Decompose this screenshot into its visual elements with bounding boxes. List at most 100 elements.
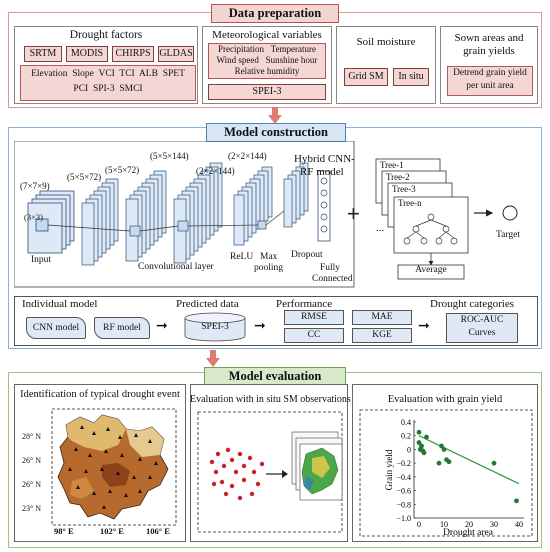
scatter-point xyxy=(436,460,442,466)
drought-map xyxy=(22,405,182,535)
x-tick-label: 40 xyxy=(515,520,523,529)
y-tick-label: 0 xyxy=(407,445,411,454)
predicted-spei3: SPEI-3 xyxy=(201,322,229,332)
soil-moisture-panel xyxy=(336,26,436,104)
individual-model-heading: Individual model xyxy=(22,298,98,310)
lon-tick-2: 102° E xyxy=(100,526,124,536)
y-tick-label: 0.4 xyxy=(401,418,411,427)
cnn-dim-6: (2×2×144) xyxy=(228,151,267,161)
drought-categories-heading: Drought categories xyxy=(430,298,514,310)
lat-tick-4: 23° N xyxy=(22,504,41,513)
in-situ-sm: In situ xyxy=(393,68,429,86)
meteorological-variables-box xyxy=(208,43,326,79)
hybrid-label-2: RF model xyxy=(300,166,344,178)
cnn-dim-4: (5×5×144) xyxy=(150,151,189,161)
y-tick-label: −0.2 xyxy=(396,459,411,468)
meteorological-heading: Meteorological variables xyxy=(212,29,322,41)
meteorological-line3: Relative humidity xyxy=(234,66,300,76)
detrend-yield-box xyxy=(447,66,533,96)
y-tick-label: −0.8 xyxy=(396,500,411,509)
lat-tick-3: 26° N xyxy=(22,480,41,489)
label-maxpool-2: pooling xyxy=(254,263,284,273)
in-situ-heading: Evaluation with in situ SM observations xyxy=(190,394,351,405)
trend-line xyxy=(418,435,520,485)
roc-auc-line1: ROC-AUC xyxy=(460,315,504,325)
arrow-right-3: ➞ xyxy=(418,319,430,334)
metric-kge: KGE xyxy=(352,328,412,343)
label-fully-2: Connected xyxy=(312,274,353,284)
stage-title-model-construction: Model construction xyxy=(206,123,346,142)
in-situ-graphic xyxy=(196,410,344,536)
dataset-chirps: CHIRPS xyxy=(112,46,154,62)
y-axis-label: Grain yield xyxy=(384,449,394,490)
label-conv-layer: Convolutional layer xyxy=(138,262,214,272)
scatter-point xyxy=(420,448,426,454)
metric-cc: CC xyxy=(284,328,344,343)
roc-auc-line2: Curves xyxy=(468,328,496,338)
drought-variables-line2: PCI SPI-3 SMCI xyxy=(73,84,143,94)
label-dropout: Dropout xyxy=(291,250,323,260)
scatter-point xyxy=(491,460,497,466)
label-maxpool-1: Max xyxy=(260,252,278,262)
arrow-right-1: ➞ xyxy=(156,319,168,334)
cnn-dim-1: (7×7×9) xyxy=(20,181,50,191)
rf-model-box: RF model xyxy=(94,317,150,339)
scatter-point xyxy=(416,440,422,445)
x-tick-label: 10 xyxy=(440,520,448,529)
metric-rmse: RMSE xyxy=(284,310,344,325)
y-tick-label: 0.2 xyxy=(401,432,411,441)
meteorological-line1: Precipitation Temperature xyxy=(218,44,316,54)
lat-tick-2: 26° N xyxy=(22,456,41,465)
drought-variables-line1: Elevation Slope VCI TCI ALB SPET xyxy=(31,69,185,79)
detrend-yield-line2: per unit area xyxy=(466,81,514,91)
x-tick-label: 30 xyxy=(490,520,498,529)
svg-text:+: + xyxy=(347,201,360,226)
grain-yield-heading: Evaluation with grain yield xyxy=(387,394,503,405)
grid-sm: Grid SM xyxy=(344,68,388,86)
arrow-down-2 xyxy=(206,350,220,367)
predicted-data-heading: Predicted data xyxy=(176,298,239,310)
arrow-right-2: ➞ xyxy=(254,319,266,334)
cnn-model-box: CNN model xyxy=(26,317,86,339)
average-label: Average xyxy=(415,265,447,275)
cnn-dim-5: (2×2×144) xyxy=(196,166,235,176)
y-tick-label: −1.0 xyxy=(396,514,411,523)
arrow-down-1 xyxy=(268,107,282,124)
tree-1-label: Tree-1 xyxy=(380,160,404,170)
lon-tick-1: 98° E xyxy=(54,526,74,536)
x-tick-label: 20 xyxy=(465,520,473,529)
tree-ellipsis: ... xyxy=(376,222,385,234)
lon-tick-3: 106° E xyxy=(146,526,170,536)
tree-3-label: Tree-3 xyxy=(392,184,416,194)
roc-auc-box xyxy=(446,313,518,343)
scatter-point xyxy=(439,443,444,449)
drought-variables-box xyxy=(20,65,196,101)
dataset-srtm: SRTM xyxy=(24,46,62,62)
label-input: Input xyxy=(31,255,52,265)
spei3-index: SPEI-3 xyxy=(208,84,326,100)
scatter-point xyxy=(514,498,519,504)
predicted-data-cylinder xyxy=(184,312,246,342)
sown-heading-line1: Sown areas and xyxy=(454,32,524,44)
dataset-gldas: GLDAS xyxy=(158,46,194,62)
detrend-yield-line1: Detrend grain yield xyxy=(453,68,527,78)
scatter-point xyxy=(424,434,429,440)
lat-tick-1: 28° N xyxy=(22,432,41,441)
tree-n-label: Tree-n xyxy=(398,198,422,208)
scatter-point xyxy=(446,459,452,465)
sown-heading-line2: grain yields xyxy=(463,45,515,57)
label-relu: ReLU xyxy=(230,252,254,262)
y-tick-label: −0.4 xyxy=(396,473,411,482)
meteorological-line2: Wind speed Sunshine hour xyxy=(216,55,318,65)
cnn-architecture: + xyxy=(14,141,542,289)
scatter-point xyxy=(441,447,447,452)
kernel-size: (3×3) xyxy=(24,212,43,222)
scatter-point xyxy=(416,429,422,435)
hybrid-label-1: Hybrid CNN- xyxy=(294,153,355,165)
dataset-modis: MODIS xyxy=(66,46,108,62)
x-tick-label: 0 xyxy=(417,520,421,529)
cnn-dim-2: (5×5×72) xyxy=(67,172,102,182)
performance-heading: Performance xyxy=(276,298,333,310)
target-label: Target xyxy=(496,230,520,240)
